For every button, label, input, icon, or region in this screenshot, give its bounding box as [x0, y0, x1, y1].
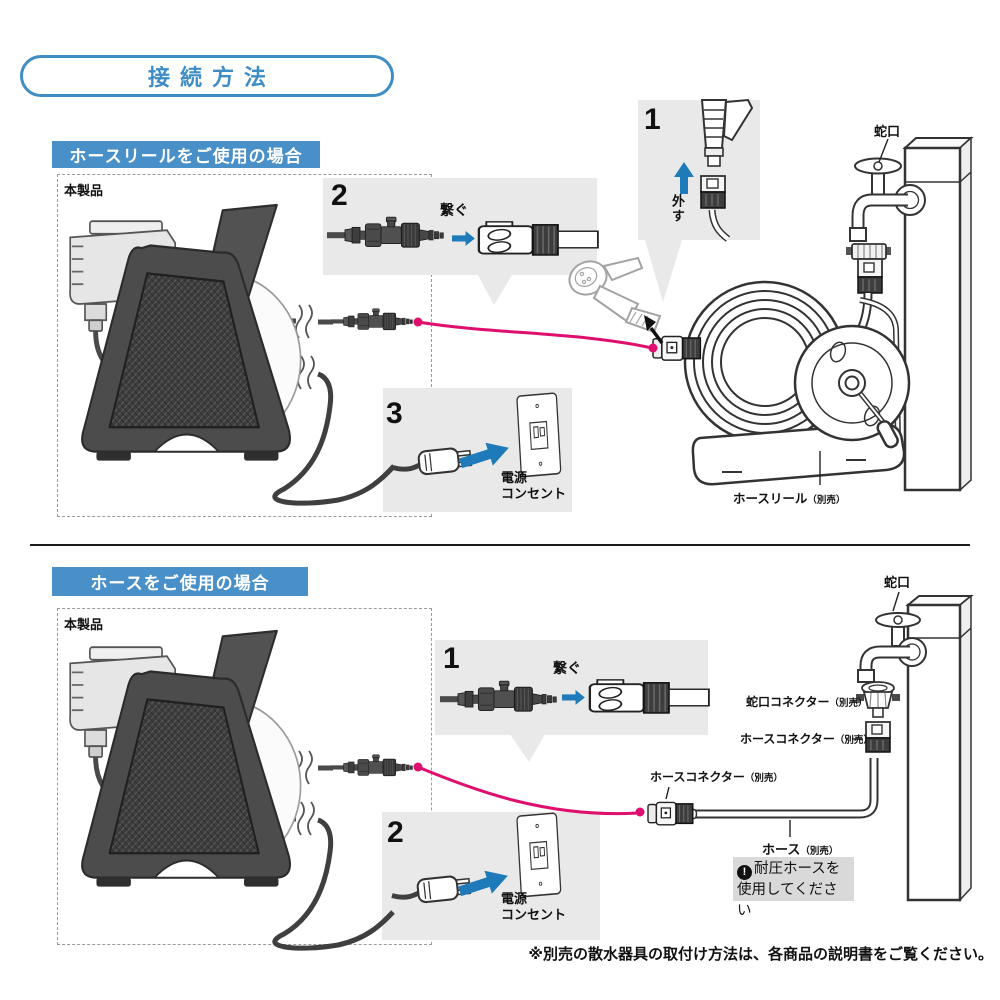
outlet-label: 電源 コンセント [501, 891, 567, 922]
section1-header: ホースリールをご使用の場合 [52, 141, 320, 168]
hose-connector-right-label: ホースコネクター（別売） [740, 732, 873, 746]
connect-label: 繋ぐ [553, 660, 581, 676]
hose-illustration [694, 758, 879, 819]
faucet-illustration [857, 594, 974, 902]
reel-hose-connector [652, 335, 702, 361]
step-number: 1 [644, 103, 661, 136]
section2-product-area [57, 608, 432, 945]
faucet-label: 蛇口 [874, 124, 901, 139]
step-number: 1 [443, 642, 460, 675]
detach-label: 外す [670, 194, 685, 224]
faucet-connector-label: 蛇口コネクター（別売） [746, 695, 868, 709]
section2-step2-panel [382, 812, 600, 940]
section2-step1-panel [435, 640, 708, 735]
step-number: 2 [331, 179, 348, 212]
exclamation-icon: ! [737, 865, 752, 880]
hose-connector-left-illustration [647, 801, 694, 826]
faucet-label: 蛇口 [884, 575, 911, 590]
hose-connector-left-label: ホースコネクター（別売） [650, 770, 783, 784]
connect-label: 繋ぐ [440, 202, 468, 218]
product-label: 本製品 [64, 183, 104, 198]
section1-step2-panel [323, 178, 597, 275]
step-number: 3 [386, 397, 403, 430]
product-label: 本製品 [64, 617, 104, 632]
page-title-text: 接続方法 [147, 65, 276, 90]
footnote: ※別売の散水器具の取付け方法は、各商品の説明書をご覧ください。 [528, 946, 993, 963]
hose-reel-label: ホースリール（別売） [733, 492, 846, 506]
section2-header: ホースをご使用の場合 [52, 567, 308, 596]
section-divider [30, 544, 970, 546]
faucet-illustration [835, 136, 974, 492]
hose-label: ホース（別売） [762, 842, 839, 857]
hose-reel-illustration [652, 280, 911, 486]
step-number: 2 [387, 816, 404, 849]
page-title: 接続方法 [20, 55, 394, 97]
pressure-hose-warning: !耐圧ホースを 使用してください [733, 857, 854, 919]
outlet-label: 電源 コンセント [501, 470, 567, 501]
